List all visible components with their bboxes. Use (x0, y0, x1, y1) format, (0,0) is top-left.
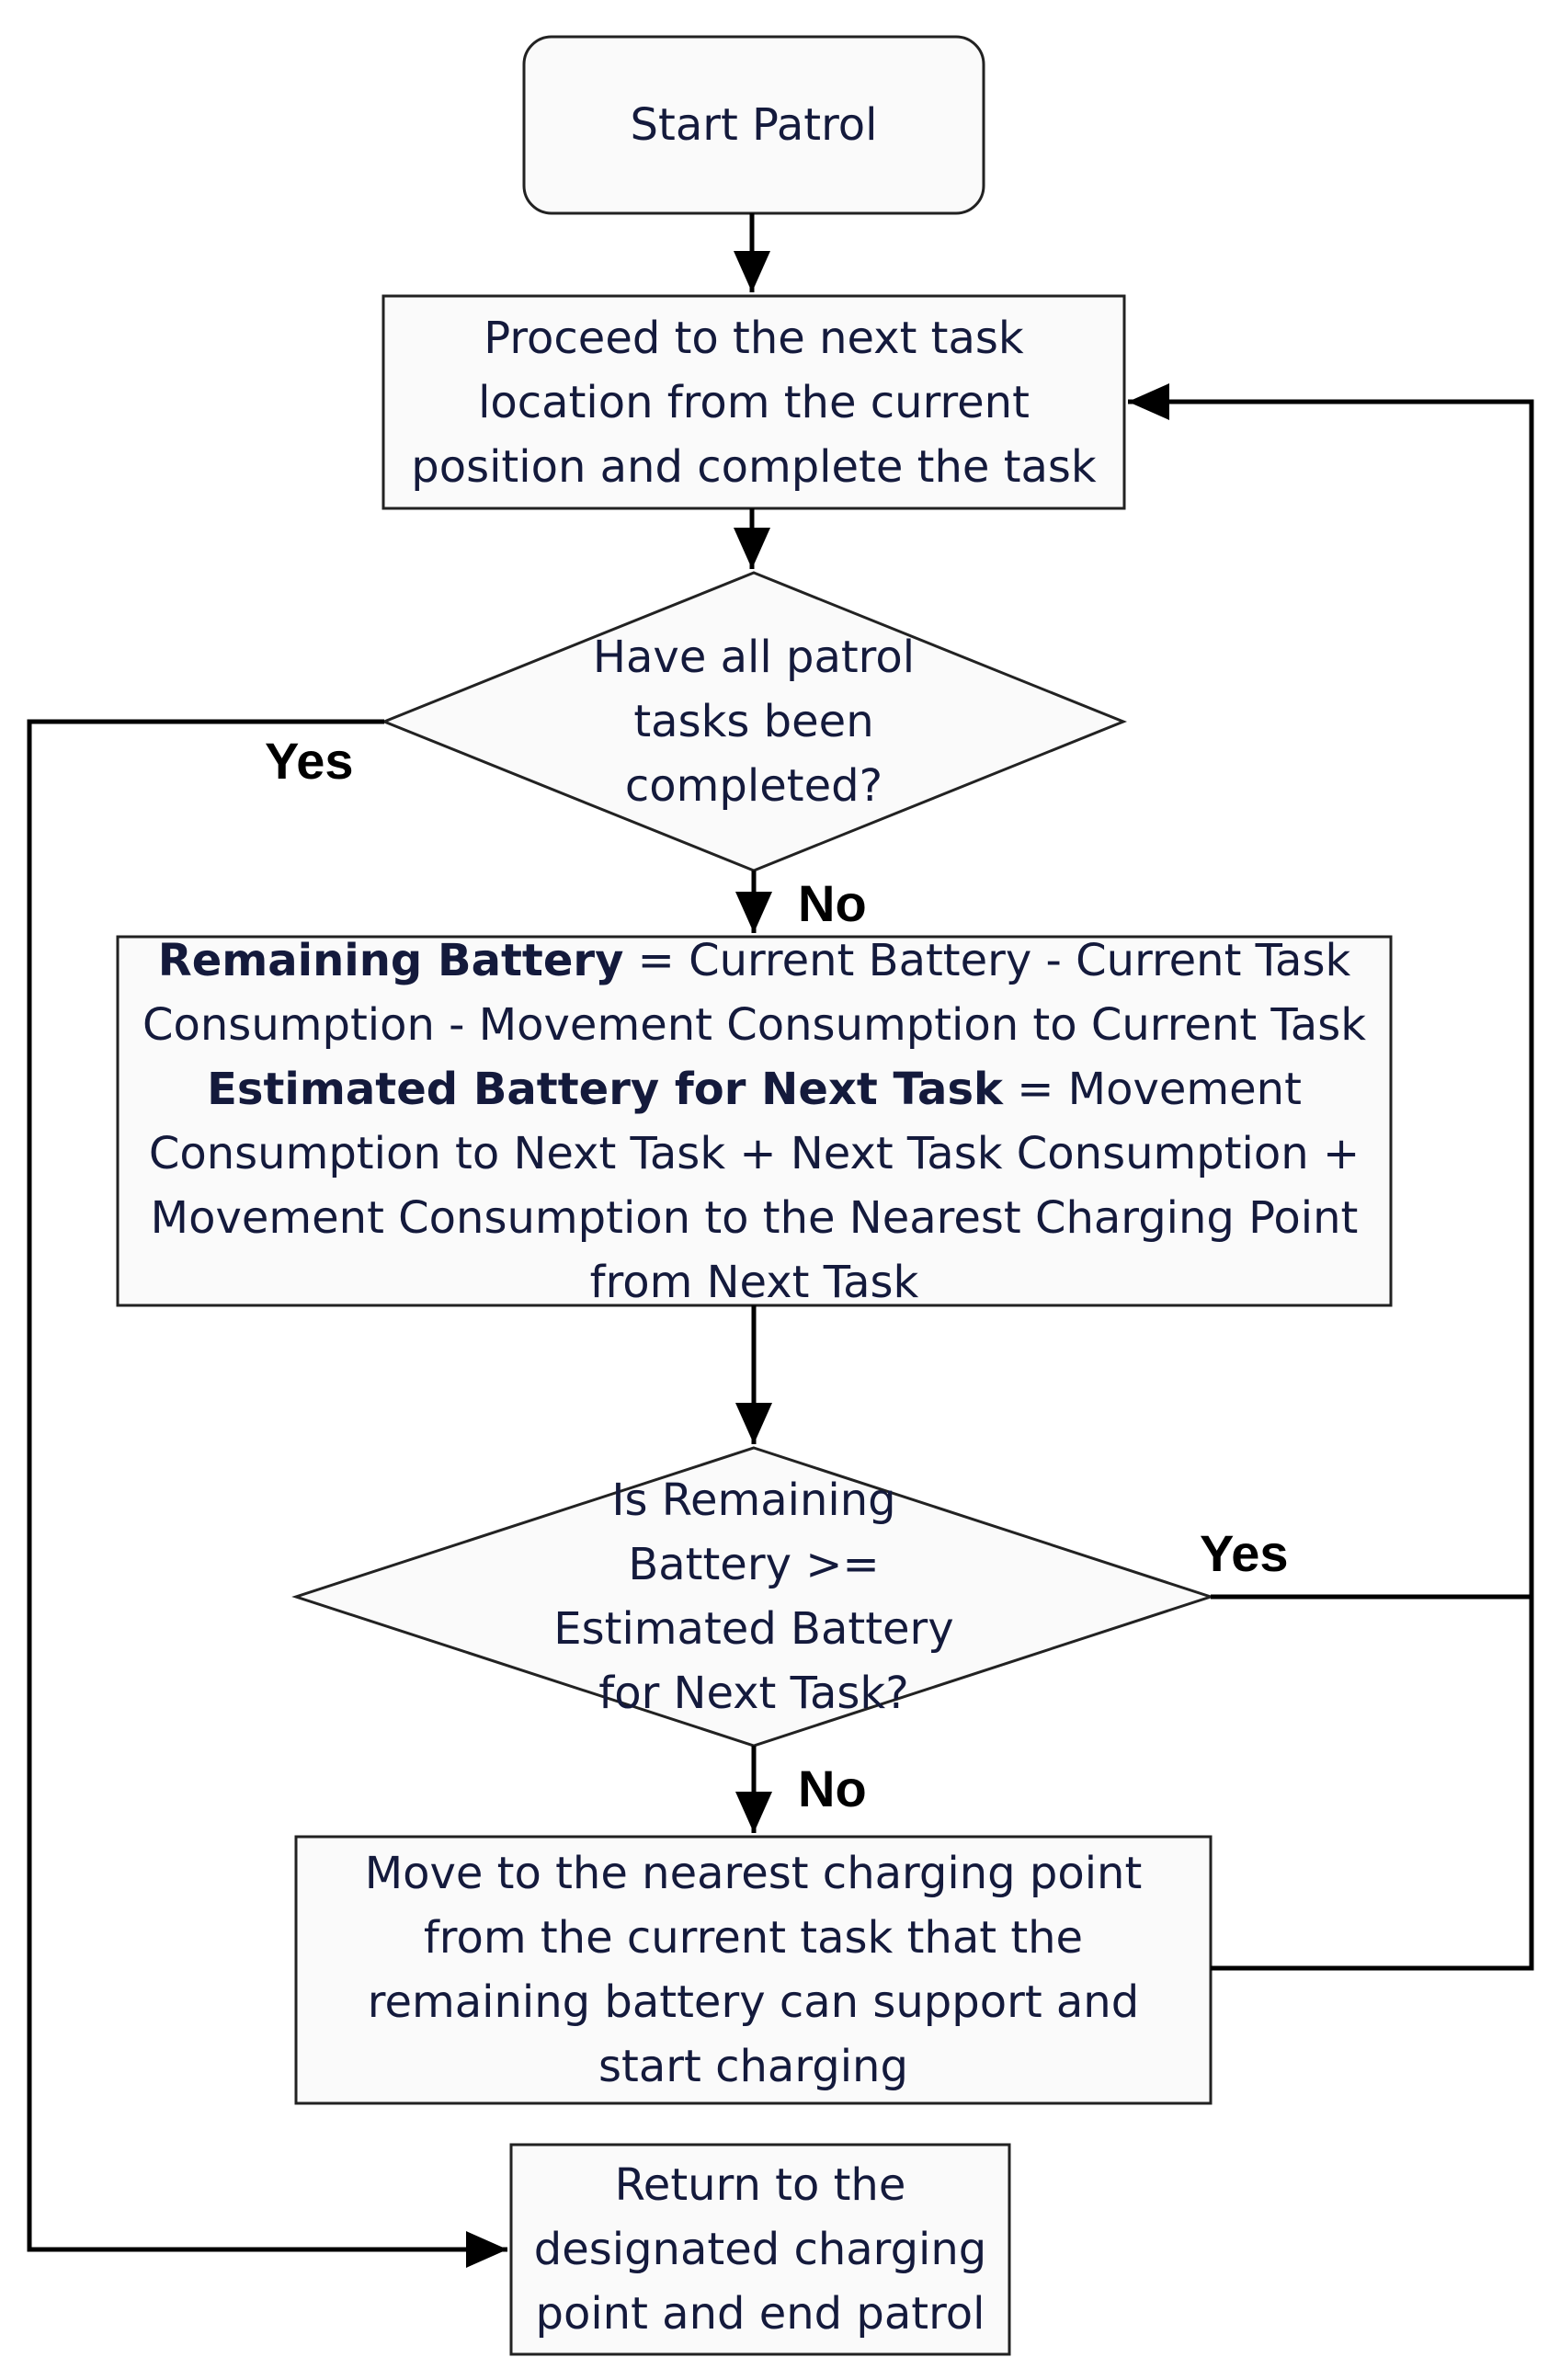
charge-label: Move to the nearest charging point from … (296, 1837, 1211, 2103)
return-node (509, 2143, 1011, 2356)
edge-charge-to-proceed (1128, 383, 1534, 1971)
proceed-node (381, 294, 1126, 510)
all-done-yes-label: Yes (265, 732, 354, 790)
charge-line-3: remaining battery can support and (367, 1976, 1140, 2028)
return-label: Return to the designated charging point … (511, 2145, 1009, 2354)
charge-line-1: Move to the nearest charging point (364, 1848, 1143, 1899)
estimated-formula-part-1: = Movement (1002, 1063, 1302, 1115)
battery-check-line-1: Is Remaining (611, 1475, 896, 1526)
battery-no-label: No (798, 1759, 867, 1817)
charge-line-2: from the current task that the (423, 1912, 1084, 1964)
estimated-formula-line-1: Estimated Battery for Next Task = Moveme… (142, 1057, 1366, 1122)
all-done-no-label: No (798, 874, 867, 932)
remaining-formula-line-1: Remaining Battery = Current Battery - Cu… (142, 928, 1366, 993)
start-text: Start Patrol (630, 99, 878, 151)
battery-check-label: Is Remaining Battery >= Estimated Batter… (478, 1468, 1030, 1725)
proceed-line-2: location from the current (478, 376, 1030, 428)
battery-computation-node (116, 935, 1393, 1307)
estimated-formula-line-3: Movement Consumption to the Nearest Char… (150, 1191, 1359, 1244)
remaining-battery-term: Remaining Battery (157, 934, 624, 986)
charge-node (294, 1835, 1213, 2105)
return-line-2: designated charging (533, 2224, 987, 2275)
battery-check-line-4: for Next Task? (598, 1668, 909, 1719)
estimated-battery-term: Estimated Battery for Next Task (207, 1063, 1003, 1115)
proceed-line-1: Proceed to the next task (484, 312, 1024, 364)
battery-check-line-2: Battery >= (628, 1539, 880, 1590)
all-done-line-2: tasks been (633, 696, 874, 747)
proceed-label: Proceed to the next task location from t… (383, 296, 1124, 508)
estimated-formula-line-2: Consumption to Next Task + Next Task Con… (148, 1127, 1361, 1179)
all-done-line-3: completed? (624, 760, 883, 812)
compute-label: Remaining Battery = Current Battery - Cu… (118, 935, 1391, 1308)
start-label: Start Patrol (524, 37, 984, 213)
return-line-1: Return to the (614, 2159, 906, 2211)
remaining-formula-line-2: Consumption - Movement Consumption to Cu… (142, 998, 1366, 1051)
estimated-formula-line-4: from Next Task (589, 1256, 919, 1308)
remaining-formula-part-1: = Current Battery - Current Task (623, 934, 1351, 986)
return-line-3: point and end patrol (535, 2288, 985, 2340)
all-done-line-1: Have all patrol (592, 632, 916, 683)
edge-decision-yes-to-return (27, 719, 507, 2268)
proceed-line-3: position and complete the task (411, 440, 1097, 493)
all-done-label: Have all patrol tasks been completed? (515, 625, 993, 818)
battery-yes-label: Yes (1200, 1524, 1289, 1582)
battery-check-line-3: Estimated Battery (553, 1603, 954, 1655)
charge-line-4: start charging (598, 2041, 908, 2092)
